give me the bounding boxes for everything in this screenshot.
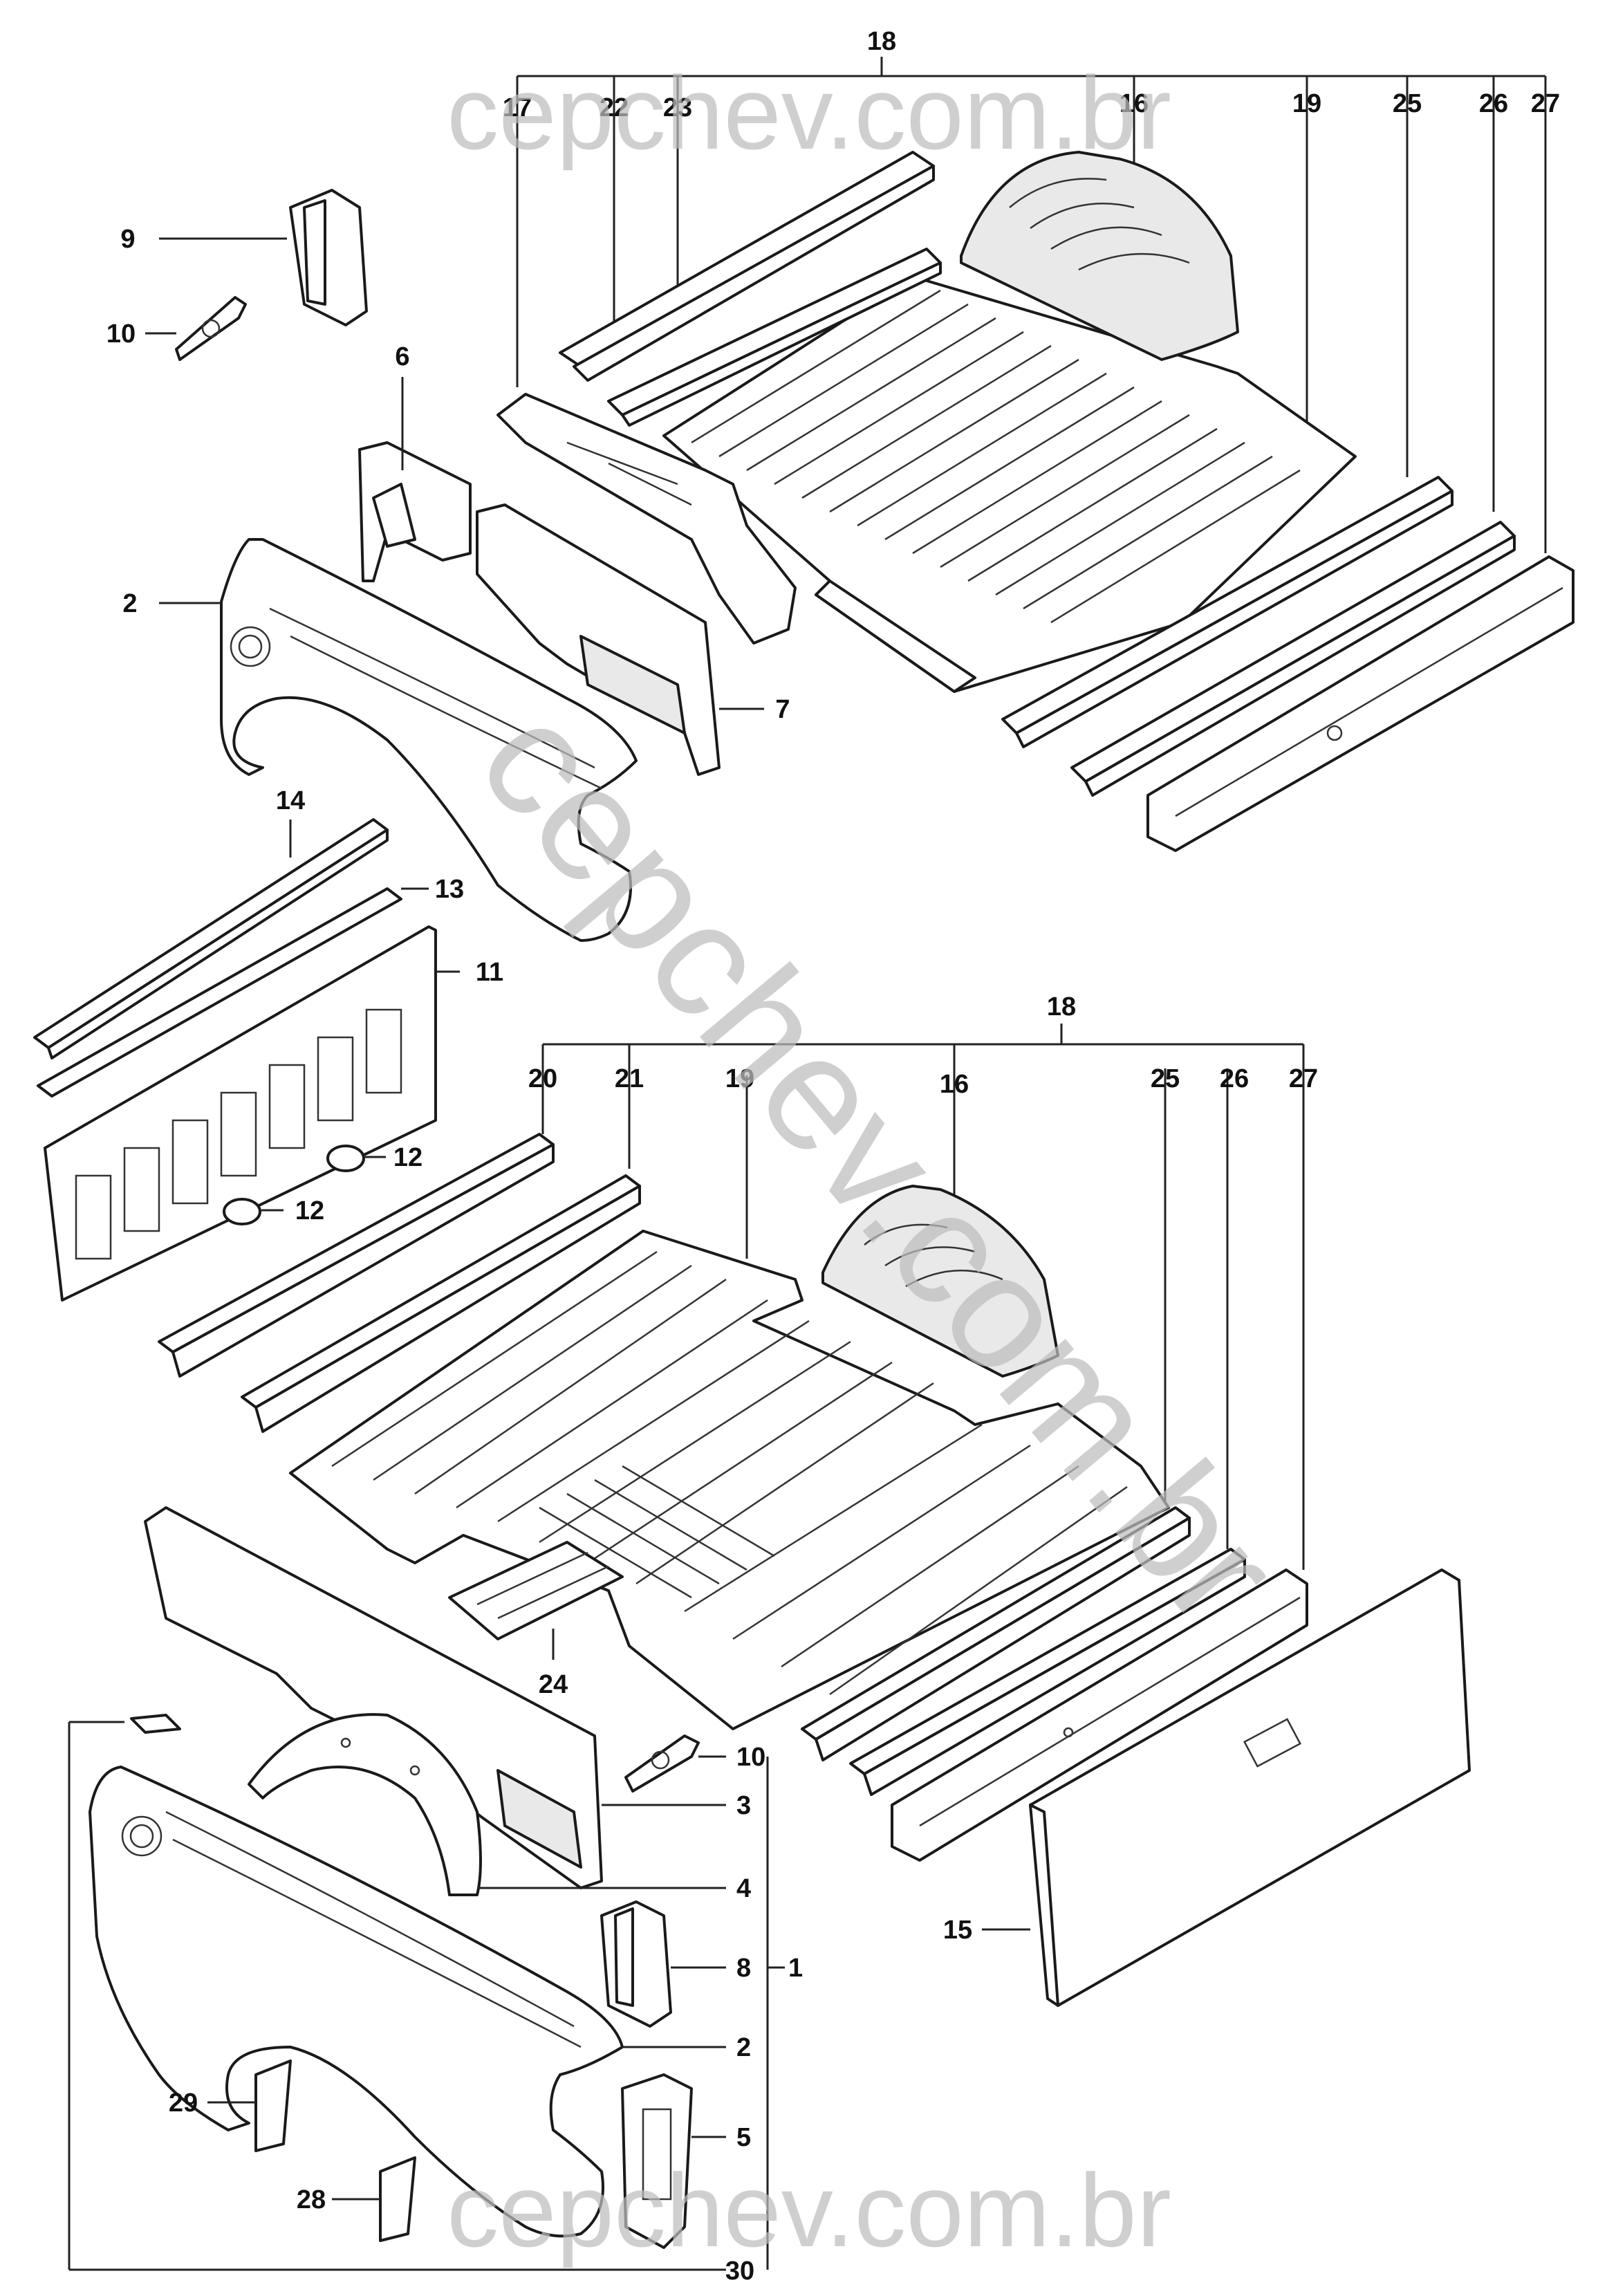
label-14: 14: [276, 786, 305, 815]
upper-crossmember-26: [1070, 521, 1516, 797]
label-2-bottom: 2: [736, 2033, 751, 2062]
group-bracket-1-30: [68, 1721, 785, 2271]
upper-inner-panel-17: [496, 393, 797, 645]
clip-10-bottom: [624, 1734, 700, 1793]
tailgate-15: [1029, 1568, 1471, 2007]
front-panel-11: [44, 925, 437, 1302]
upper-18-bracket: [516, 57, 1547, 553]
rail-13: [37, 887, 402, 1098]
label-upper-23: 23: [663, 93, 692, 122]
label-lower-19: 19: [725, 1064, 754, 1093]
upper-crossmember-25: [1001, 476, 1453, 748]
label-upper-16: 16: [1120, 89, 1149, 118]
inner-panel-3: [144, 1506, 603, 1889]
lower-crossmember-25: [801, 1506, 1191, 1761]
upper-wheelhouse: [960, 151, 1239, 361]
side-panel-2-top: [220, 538, 638, 942]
upper-crossmember-27: [1146, 555, 1575, 852]
label-5: 5: [736, 2123, 751, 2152]
label-29: 29: [169, 2089, 198, 2118]
lower-crossmember-26: [849, 1548, 1246, 1796]
label-15: 15: [943, 1916, 972, 1945]
label-13: 13: [435, 875, 464, 904]
lower-bed-floor: [289, 1230, 1170, 1730]
side-panel-2-bottom: [89, 1766, 624, 2238]
watermark-bottom: cepchev.com.br: [447, 2152, 1171, 2268]
label-upper-26: 26: [1479, 89, 1508, 118]
label-3: 3: [736, 1791, 751, 1820]
label-lower-20: 20: [528, 1064, 557, 1093]
upper-bed-floor: [662, 275, 1357, 693]
crossmember-24: [448, 1541, 624, 1640]
label-upper-19: 19: [1292, 89, 1321, 118]
watermark-top: cepchev.com.br: [447, 55, 1171, 171]
label-28: 28: [297, 2185, 326, 2214]
bracket-6: [358, 441, 472, 582]
lower-rail-20: [158, 1133, 555, 1378]
label-7: 7: [775, 695, 790, 724]
upper-rail-22: [559, 151, 935, 382]
rail-14: [33, 818, 389, 1059]
label-11: 11: [476, 958, 503, 987]
reinforcement-5: [621, 2073, 693, 2249]
lower-rail-21: [241, 1174, 641, 1433]
label-upper-22: 22: [600, 93, 629, 122]
label-lower-27: 27: [1289, 1064, 1318, 1093]
label-10-top: 10: [106, 320, 136, 349]
label-30: 30: [725, 2257, 754, 2286]
bracket-9: [289, 189, 368, 326]
label-upper-27: 27: [1531, 89, 1560, 118]
inner-panel-7: [476, 503, 721, 776]
label-upper-17: 17: [503, 93, 532, 122]
label-1: 1: [788, 1954, 803, 1983]
label-lower-25: 25: [1151, 1064, 1180, 1093]
lower-18-bracket: [541, 1024, 1305, 1570]
plate-29: [254, 2059, 292, 2152]
label-lower-16: 16: [940, 1070, 969, 1099]
lower-crossmember-27: [891, 1568, 1308, 1862]
grommet-12b: [223, 1198, 261, 1225]
label-upper-18: 18: [867, 27, 896, 56]
label-24: 24: [539, 1670, 568, 1699]
label-lower-18: 18: [1047, 992, 1076, 1021]
clip-10-top: [175, 296, 247, 361]
label-8: 8: [736, 1954, 751, 1983]
label-lower-26: 26: [1220, 1064, 1249, 1093]
bracket-8: [600, 1900, 672, 2028]
plate-28: [379, 2156, 416, 2242]
label-6: 6: [395, 342, 409, 371]
lower-wheelhouse: [821, 1185, 1059, 1378]
grommet-12a: [326, 1145, 365, 1172]
label-10-bottom: 10: [736, 1743, 765, 1772]
tag-small: [130, 1714, 181, 1734]
label-4: 4: [736, 1874, 751, 1903]
label-upper-25: 25: [1393, 89, 1422, 118]
label-12a: 12: [393, 1143, 422, 1172]
label-12b: 12: [295, 1196, 324, 1225]
labels: 18 17 22 23 16 19 25 26 27 9 10 6 2 7 14…: [106, 27, 1560, 2286]
upper-rail-23: [607, 248, 942, 427]
label-2-top: 2: [122, 589, 137, 618]
label-lower-21: 21: [615, 1064, 644, 1093]
label-9: 9: [120, 225, 135, 254]
